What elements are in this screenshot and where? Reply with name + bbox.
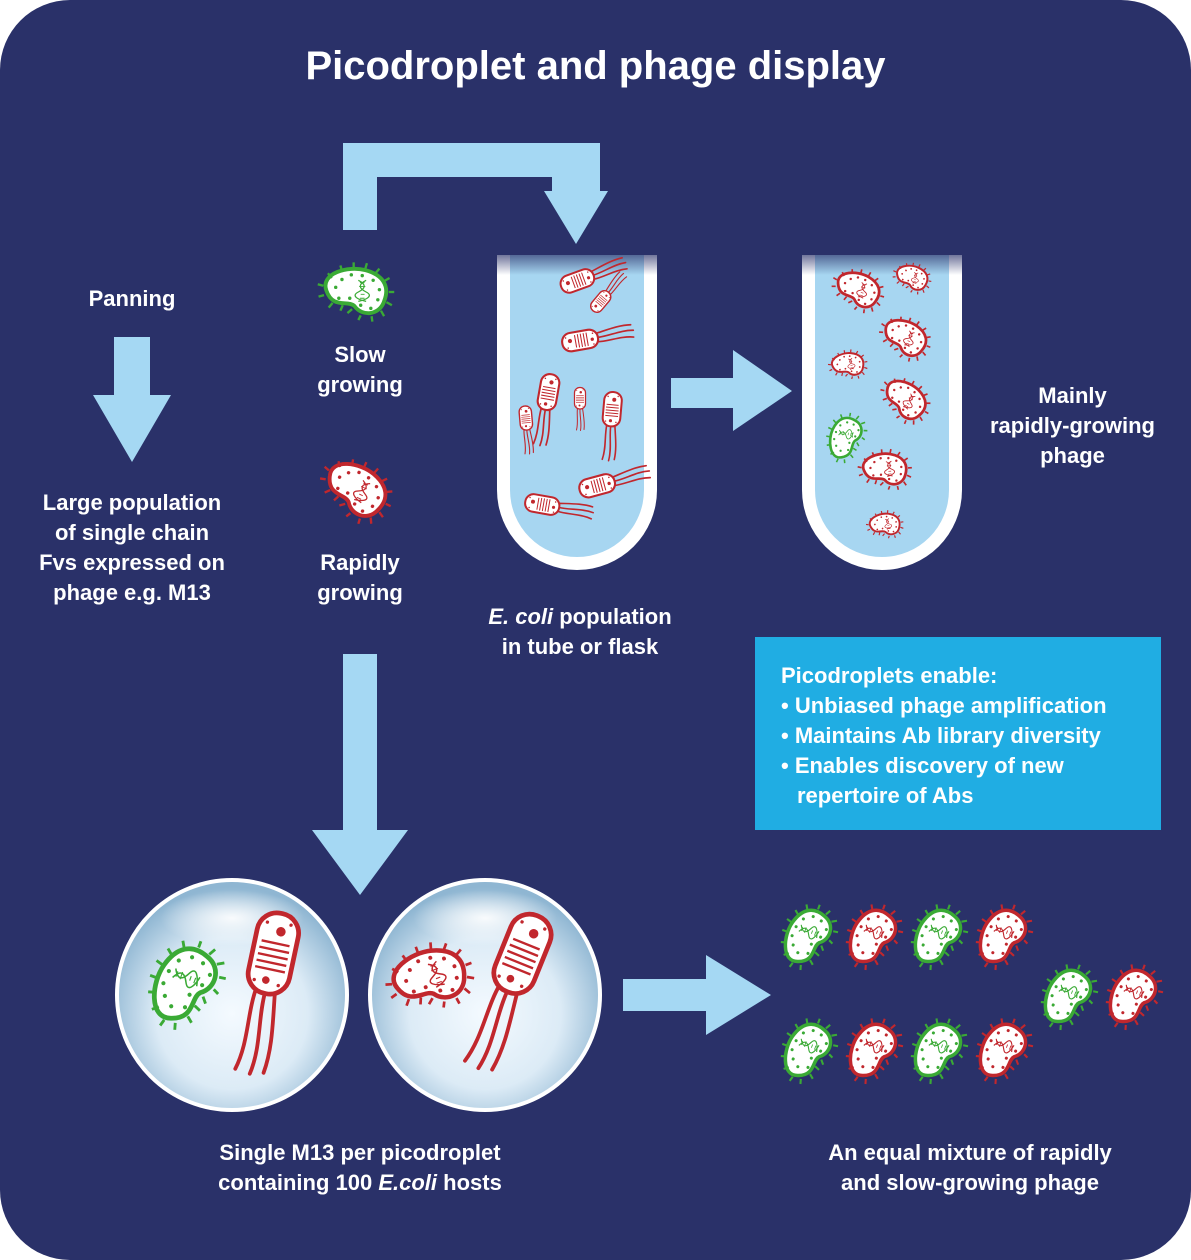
droplet-to-mixture-arrow <box>623 955 771 1035</box>
panning-label: Panning <box>62 284 202 314</box>
droplet-caption-line1: Single M13 per picodroplet <box>219 1140 501 1165</box>
slow-growing-line: Slow <box>334 342 386 367</box>
panning-description: Large population of single chain Fvs exp… <box>12 488 252 608</box>
tube-result-label: Mainly rapidly-growing phage <box>975 381 1170 471</box>
info-box: Picodroplets enable: • Unbiased phage am… <box>755 637 1161 830</box>
droplet-caption-line2: containing 100 E.coli hosts <box>170 1168 550 1198</box>
info-box-bullet: • Unbiased phage amplification <box>781 693 1107 718</box>
panning-description-line: Large population <box>42 490 222 515</box>
equal-mixture-phages <box>771 896 1169 1093</box>
tube-to-tube-arrow <box>671 350 792 431</box>
mixture-caption-line: and slow-growing phage <box>841 1170 1099 1195</box>
mixture-caption: An equal mixture of rapidly and slow-gro… <box>790 1138 1150 1198</box>
droplet-caption: Single M13 per picodroplet containing 10… <box>170 1138 550 1198</box>
tube-caption-line2: in tube or flask <box>501 634 659 659</box>
picodroplet-left <box>115 878 349 1112</box>
panning-description-line: of single chain <box>54 520 210 545</box>
tube-caption: E. coli population in tube or flask <box>450 602 710 662</box>
tube-result-line: Mainly <box>1038 383 1107 408</box>
droplet-caption-post: hosts <box>437 1170 502 1195</box>
panning-heading: Panning <box>88 286 176 311</box>
tube-result-line: phage <box>1040 443 1105 468</box>
panning-description-line: Fvs expressed on <box>39 550 225 575</box>
info-box-bullet: • Enables discovery of new <box>781 753 1064 778</box>
panning-description-line: phage e.g. M13 <box>53 580 211 605</box>
slow-growing-line: growing <box>317 372 403 397</box>
tube-caption-line1: E. coli population <box>450 602 710 632</box>
mixture-caption-line: An equal mixture of rapidly <box>828 1140 1112 1165</box>
slow-growing-label: Slow growing <box>290 340 430 400</box>
tube-caption-rest: population <box>553 604 672 629</box>
picodroplet-right <box>368 878 602 1112</box>
tube-result-line: rapidly-growing <box>990 413 1155 438</box>
rapid-growing-line: growing <box>317 580 403 605</box>
slow-growing-phage-icon <box>318 262 394 321</box>
panning-arrow <box>93 337 171 462</box>
info-box-heading: Picodroplets enable: <box>781 663 998 688</box>
droplet-caption-pre: containing 100 <box>218 1170 379 1195</box>
info-box-bullet: • Maintains Ab library diversity <box>781 723 1101 748</box>
info-box-bullet-continuation: repertoire of Abs <box>797 783 974 808</box>
rapid-growing-phage-icon <box>309 447 403 533</box>
loop-arrow <box>343 143 608 244</box>
ecoli-italic: E. coli <box>488 604 554 629</box>
rapid-growing-label: Rapidly growing <box>290 548 430 608</box>
flow-arrows <box>93 143 792 1035</box>
ecoli-culture-tube <box>493 245 661 570</box>
rapid-growing-line: Rapidly <box>320 550 400 575</box>
page-title: Picodroplet and phage display <box>305 44 886 88</box>
mainly-rapid-phage-tube <box>798 245 966 570</box>
down-arrow <box>312 654 408 895</box>
ecoli-italic: E.coli <box>378 1170 438 1195</box>
